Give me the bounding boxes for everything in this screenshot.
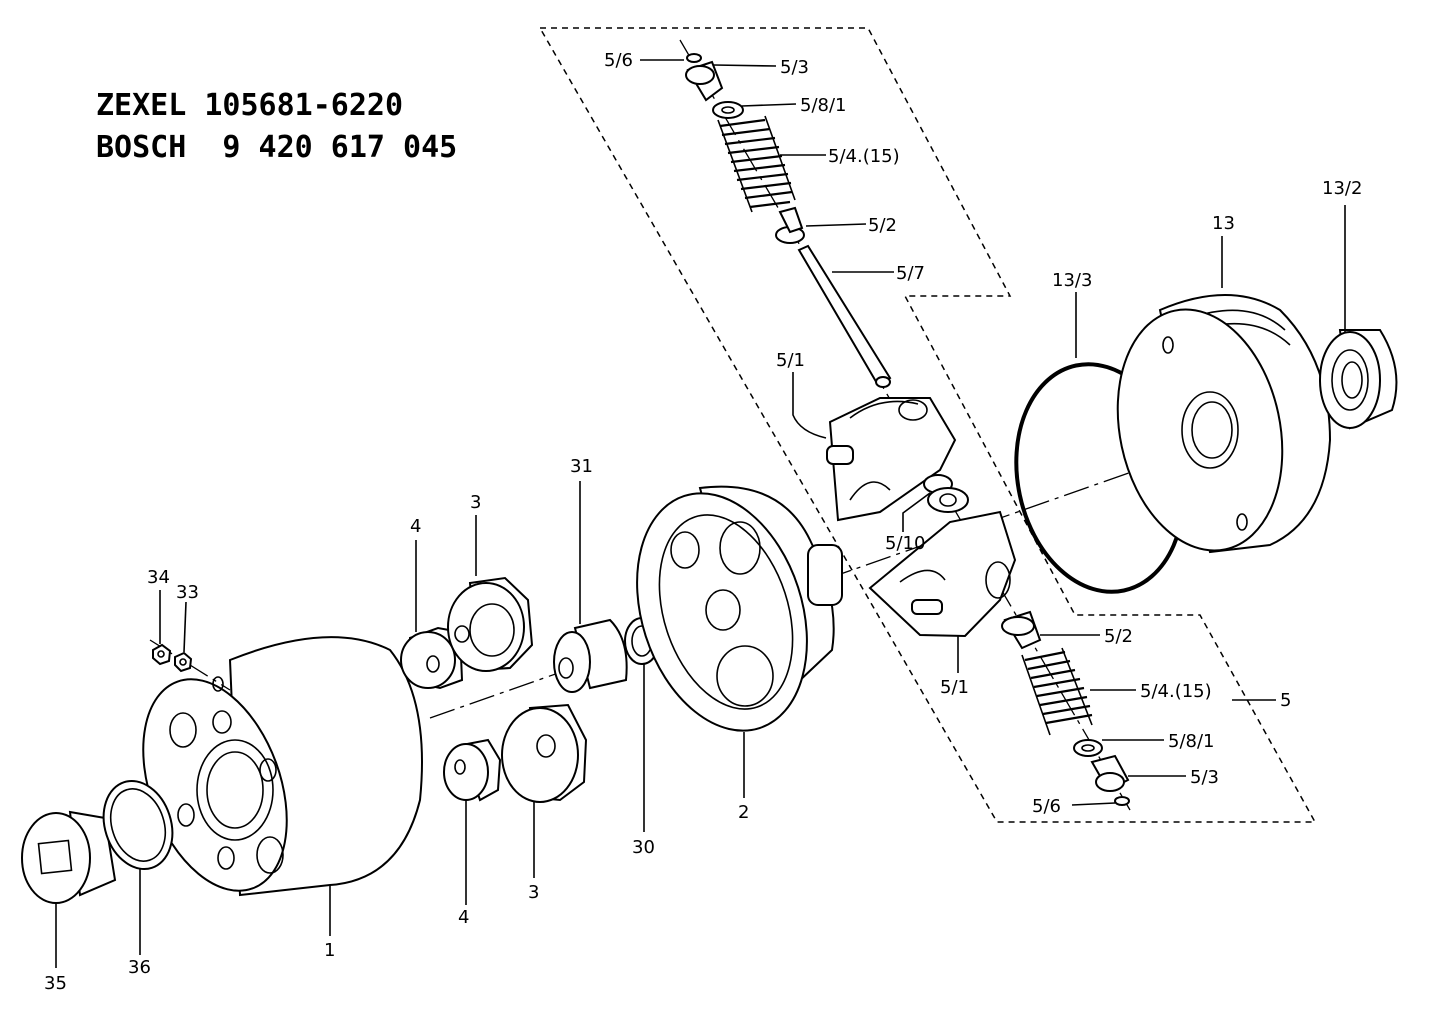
part-35-plug <box>21 810 117 904</box>
label-36: 36 <box>128 957 151 978</box>
label-5-10: 5/10 <box>885 533 925 554</box>
label-13: 13 <box>1212 213 1235 234</box>
label-1: 1 <box>324 940 335 961</box>
part-1-housing <box>142 636 423 897</box>
label-35: 35 <box>44 973 67 994</box>
zexel-part-number: ZEXEL 105681-6220 <box>96 88 404 123</box>
label-5-6-top: 5/6 <box>604 50 633 71</box>
label-4-bottom: 4 <box>458 907 469 928</box>
label-31: 31 <box>570 456 593 477</box>
label-30: 30 <box>632 837 655 858</box>
part-2-cam-plate <box>636 485 843 732</box>
part-3-lower-cylinder <box>501 703 588 803</box>
label-5-1-top: 5/1 <box>776 350 805 371</box>
label-5-1-bottom: 5/1 <box>940 677 969 698</box>
leader-lines <box>55 59 1346 968</box>
part-36-o-ring-inner <box>109 788 167 862</box>
part-13-end-cover <box>1116 294 1332 554</box>
part-31-sleeve <box>553 618 628 693</box>
assembly-5-boundary-upper <box>538 27 1317 823</box>
part-4-upper-piston <box>400 626 464 690</box>
label-5-2-bottom: 5/2 <box>1104 626 1133 647</box>
label-5-8-1-bottom: 5/8/1 <box>1168 731 1215 752</box>
label-5-2-top: 5/2 <box>868 215 897 236</box>
part-4-lower-piston <box>443 738 502 802</box>
label-5-4-bottom: 5/4.(15) <box>1140 681 1212 702</box>
upper-valve-stack <box>685 53 892 388</box>
label-5: 5 <box>1280 690 1291 711</box>
lower-valve-stack <box>1001 610 1130 806</box>
part-3-upper-cylinder <box>447 576 534 672</box>
label-13-3: 13/3 <box>1052 270 1092 291</box>
part-5-1-lower-block <box>868 510 1017 638</box>
label-3-top: 3 <box>470 492 481 513</box>
label-3-bottom: 3 <box>528 882 539 903</box>
label-4-top: 4 <box>410 516 421 537</box>
label-5-7: 5/7 <box>896 263 925 284</box>
label-5-4-top: 5/4.(15) <box>828 146 900 167</box>
bosch-part-number: BOSCH 9 420 617 045 <box>96 130 458 165</box>
part-33-34-screws <box>152 643 193 673</box>
label-5-3-bottom: 5/3 <box>1190 767 1219 788</box>
label-13-2: 13/2 <box>1322 178 1362 199</box>
label-33: 33 <box>176 582 199 603</box>
label-2: 2 <box>738 802 749 823</box>
label-34: 34 <box>147 567 170 588</box>
part-5-1-upper-block <box>826 397 957 522</box>
label-5-6-bottom: 5/6 <box>1032 796 1061 817</box>
label-5-8-1-top: 5/8/1 <box>800 95 847 116</box>
part-5-10-pin <box>923 474 969 513</box>
part-13-2-bearing <box>1319 329 1398 430</box>
label-5-3-top: 5/3 <box>780 57 809 78</box>
